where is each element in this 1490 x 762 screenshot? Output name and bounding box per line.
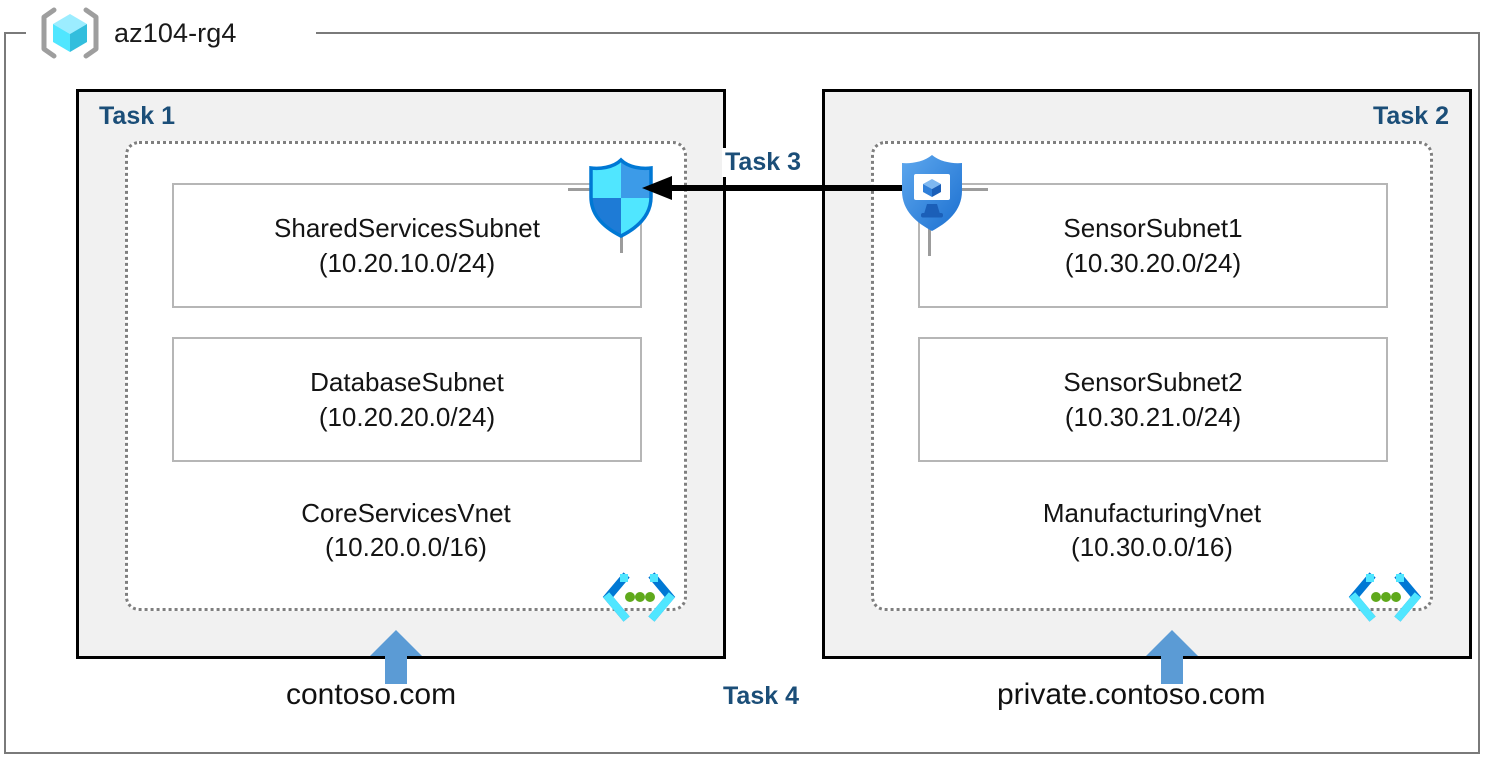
resource-group-name: az104-rg4: [114, 17, 237, 48]
virtual-network-icon: [602, 572, 676, 622]
task-label-3: Task 3: [722, 148, 804, 177]
subnet-name: SensorSubnet2: [1063, 367, 1243, 398]
up-arrow-icon: [370, 630, 422, 684]
vnet-manufacturingvnet: SensorSubnet1 (10.30.20.0/24) SensorSubn…: [871, 141, 1433, 622]
dns-zone-contoso: contoso.com: [286, 678, 457, 711]
network-security-group-shield-icon: [585, 157, 657, 239]
up-arrow-icon: [1146, 630, 1198, 684]
subnet-sharedservicessubnet: SharedServicesSubnet (10.20.10.0/24): [172, 183, 642, 308]
vnet-name: ManufacturingVnet: [1042, 498, 1262, 528]
subnet-cidr: (10.30.20.0/24): [1064, 247, 1242, 278]
subnet-sensorsubnet2: SensorSubnet2 (10.30.21.0/24): [918, 337, 1388, 462]
vnet-name-block: ManufacturingVnet (10.30.0.0/16): [874, 496, 1430, 565]
task-label-1: Task 1: [99, 102, 175, 130]
left-arrow-icon: [640, 170, 902, 206]
vnet-coreservicesvnet: SharedServicesSubnet (10.20.10.0/24) Dat…: [125, 141, 687, 622]
vnet-cidr: (10.30.0.0/16): [1071, 532, 1233, 563]
virtual-network-icon: [1348, 572, 1422, 622]
dns-zone-private-contoso: private.contoso.com: [997, 678, 1266, 711]
subnet-name: SharedServicesSubnet: [274, 213, 540, 244]
vnet-name: CoreServicesVnet: [301, 498, 511, 528]
subnet-sensorsubnet1: SensorSubnet1 (10.30.20.0/24): [918, 183, 1388, 308]
bastion-connector-stub-vertical: [928, 228, 931, 256]
subnet-cidr: (10.30.21.0/24): [1064, 401, 1242, 432]
subnet-name: SensorSubnet1: [1063, 213, 1243, 244]
task-label-2: Task 2: [1373, 102, 1449, 130]
task-panel-1: Task 1 SharedServicesSubnet (10.20.10.0/…: [76, 89, 726, 659]
vnet-cidr: (10.20.0.0/16): [325, 532, 487, 563]
subnet-cidr: (10.20.10.0/24): [318, 247, 496, 278]
resource-group-frame: [4, 32, 1480, 754]
resource-group-cube-icon: [40, 7, 100, 59]
subnet-name: DatabaseSubnet: [310, 367, 504, 398]
subnet-cidr: (10.20.20.0/24): [318, 401, 496, 432]
nsg-connector-stub-vertical: [620, 225, 623, 253]
bastion-connector-stub-horizontal: [962, 188, 988, 191]
bastion-vm-shield-icon: [897, 152, 967, 234]
vnet-name-block: CoreServicesVnet (10.20.0.0/16): [128, 496, 684, 565]
nsg-connector-stub-horizontal: [568, 188, 590, 191]
task-panel-2: Task 2 SensorSubnet1 (10.30.20.0/24) Sen…: [822, 89, 1472, 659]
resource-group-header: az104-rg4: [40, 4, 236, 62]
subnet-databasesubnet: DatabaseSubnet (10.20.20.0/24): [172, 337, 642, 462]
task-label-4: Task 4: [723, 682, 799, 710]
